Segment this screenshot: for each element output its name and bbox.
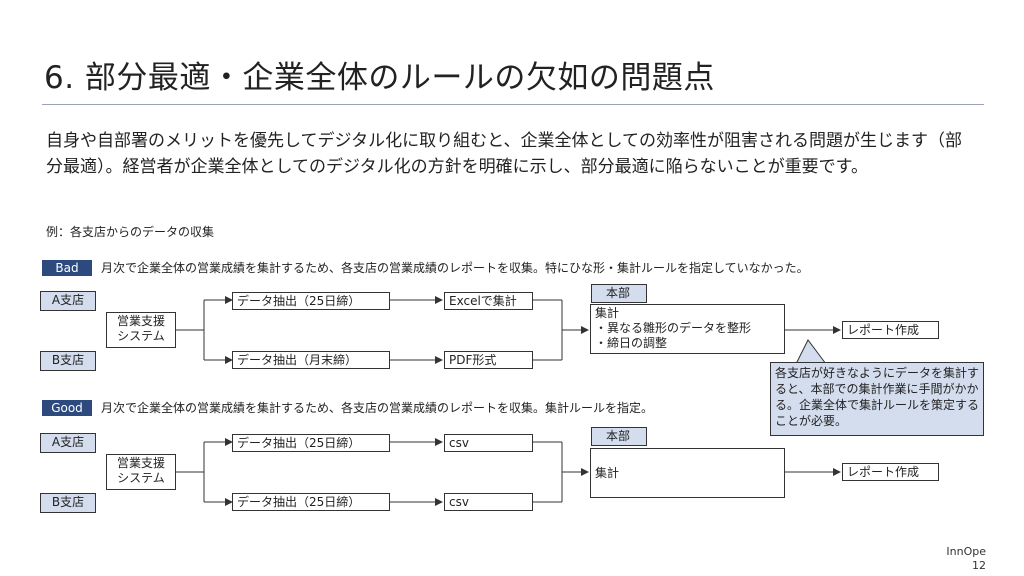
good-system-line2: システム — [117, 471, 165, 485]
title-divider — [42, 104, 984, 105]
page-number: 12 — [972, 559, 986, 572]
footer-brand: InnOpe — [946, 545, 986, 558]
bad-system-line2: システム — [117, 329, 165, 343]
intro-paragraph: 自身や自部署のメリットを優先してデジタル化に取り組むと、企業全体としての効率性が… — [46, 131, 962, 177]
example-label: 例：各支店からのデータの収集 — [46, 225, 215, 239]
good-description: 月次で企業全体の営業成績を集計するため、各支店の営業成績のレポートを収集。集計ル… — [101, 401, 654, 415]
good-branch-a: A支店 — [40, 433, 96, 453]
bad-callout-text: 各支店が好きなようにデータを集計すると、本部での集計作業に手間がかかる。企業全体… — [775, 366, 980, 428]
bad-extract-a: データ抽出（25日締） — [232, 292, 390, 310]
good-system-line1: 営業支援 — [116, 456, 165, 470]
bad-aggregate-box: 集計 ・異なる雛形のデータを整形 ・締日の調整 — [590, 304, 785, 354]
good-aggregate-box: 集計 — [590, 448, 785, 498]
good-format-a: csv — [444, 434, 533, 452]
good-tag: Good — [42, 400, 92, 416]
bad-system-line1: 営業支援 — [116, 314, 165, 328]
bad-sales-system: 営業支援 システム — [106, 312, 176, 348]
bad-callout: 各支店が好きなようにデータを集計すると、本部での集計作業に手間がかかる。企業全体… — [770, 362, 984, 436]
good-sales-system: 営業支援 システム — [106, 454, 176, 490]
bad-format-b: PDF形式 — [444, 351, 533, 369]
bad-report: レポート作成 — [842, 321, 939, 339]
bad-branch-b: B支店 — [40, 351, 96, 371]
bad-format-a: Excelで集計 — [444, 292, 533, 310]
footer: InnOpe 12 — [920, 545, 986, 573]
bad-extract-b: データ抽出（月末締） — [232, 351, 390, 369]
callout-pointer — [795, 339, 827, 365]
good-branch-b: B支店 — [40, 493, 96, 513]
good-report: レポート作成 — [842, 463, 939, 481]
good-extract-a: データ抽出（25日締） — [232, 434, 390, 452]
good-extract-b: データ抽出（25日締） — [232, 493, 390, 511]
bad-aggregate-line1: 集計 — [595, 306, 620, 320]
bad-branch-a: A支店 — [40, 291, 96, 311]
slide-title: 6. 部分最適・企業全体のルールの欠如の問題点 — [44, 60, 715, 96]
bad-tag: Bad — [42, 260, 92, 276]
good-hq-label: 本部 — [591, 427, 647, 446]
bad-hq-label: 本部 — [591, 284, 647, 303]
bad-aggregate-line2: ・異なる雛形のデータを整形 — [595, 321, 752, 335]
bad-aggregate-line3: ・締日の調整 — [595, 336, 668, 350]
good-format-b: csv — [444, 493, 533, 511]
bad-description: 月次で企業全体の営業成績を集計するため、各支店の営業成績のレポートを収集。特にひ… — [101, 261, 809, 275]
